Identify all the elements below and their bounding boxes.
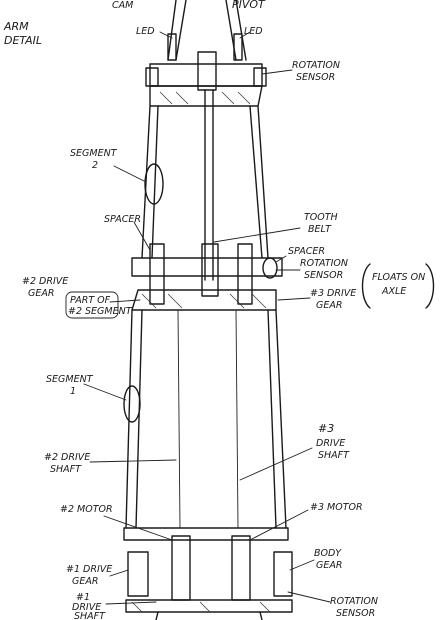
label-drive-shaft1-1: #1: [76, 592, 90, 603]
label-drive-shaft2-1: #2 DRIVE: [44, 452, 90, 463]
label-top-left: CAM: [112, 0, 133, 11]
label-drive-shaft1-3: SHAFT: [74, 611, 106, 620]
label-segment1-1: SEGMENT: [46, 374, 94, 385]
label-led-right: LED: [244, 26, 263, 37]
label-drive-shaft3-2: DRIVE: [316, 438, 345, 449]
top-block: [145, 51, 267, 107]
label-arm-detail-2: DETAIL: [4, 34, 42, 47]
label-part-of-2: #2 SEGMENT: [68, 306, 133, 317]
label-spacer-right: SPACER: [288, 246, 325, 257]
label-tooth-belt-1: TOOTH: [304, 212, 338, 223]
segment-2-tube: [141, 89, 269, 281]
label-floats-on-2: AXLE: [381, 286, 406, 297]
label-motor2: #2 MOTOR: [60, 504, 113, 515]
part-of-box: [65, 291, 119, 319]
bottom-block: [123, 527, 293, 620]
label-drive-gear2-2: GEAR: [28, 288, 54, 299]
label-motor3: #3 MOTOR: [310, 502, 363, 513]
label-drive-gear3-2: GEAR: [316, 300, 342, 311]
label-segment1-2: 1: [70, 386, 76, 397]
floats-on-bracket: [361, 263, 371, 309]
label-top-right: PIVOT: [232, 0, 266, 11]
label-segment2-1: SEGMENT: [70, 148, 118, 159]
label-segment2-2: 2: [92, 160, 98, 171]
arm-tip: [167, 0, 247, 61]
labels: ARM DETAIL CAM PIVOT LED LED ROTATION SE…: [3, 0, 425, 620]
label-rotation-sensor-mid-1: ROTATION: [300, 258, 348, 269]
label-drive-gear1-1: #1 DRIVE: [66, 564, 112, 575]
leader-lines: [83, 31, 331, 605]
label-drive-shaft3-3: SHAFT: [318, 450, 350, 461]
label-drive-shaft3-1: #3: [318, 422, 334, 435]
label-rotation-sensor-bot-2: SENSOR: [336, 608, 375, 619]
label-rotation-sensor-top-1: ROTATION: [292, 60, 340, 71]
label-floats-on-1: FLOATS ON: [372, 272, 425, 283]
label-drive-gear3-1: #3 DRIVE: [310, 288, 356, 299]
label-body-gear-2: GEAR: [316, 560, 342, 571]
label-drive-shaft2-2: SHAFT: [50, 464, 82, 475]
label-led-left: LED: [136, 26, 155, 37]
label-drive-gear2-1: #2 DRIVE: [22, 276, 68, 287]
label-spacer-left: SPACER: [104, 214, 141, 225]
label-drive-shaft1-2: DRIVE: [72, 602, 101, 613]
label-tooth-belt-2: BELT: [308, 224, 332, 235]
label-part-of-1: PART OF: [70, 295, 111, 306]
label-drive-gear1-2: GEAR: [72, 576, 98, 587]
segment-1-tube: [123, 309, 287, 529]
label-body-gear-1: BODY: [314, 548, 342, 559]
mid-joint: [131, 243, 283, 311]
label-rotation-sensor-bot-1: ROTATION: [330, 596, 378, 607]
label-arm-detail-1: ARM: [3, 20, 29, 33]
label-rotation-sensor-top-2: SENSOR: [296, 72, 335, 83]
label-rotation-sensor-mid-2: SENSOR: [304, 270, 343, 281]
